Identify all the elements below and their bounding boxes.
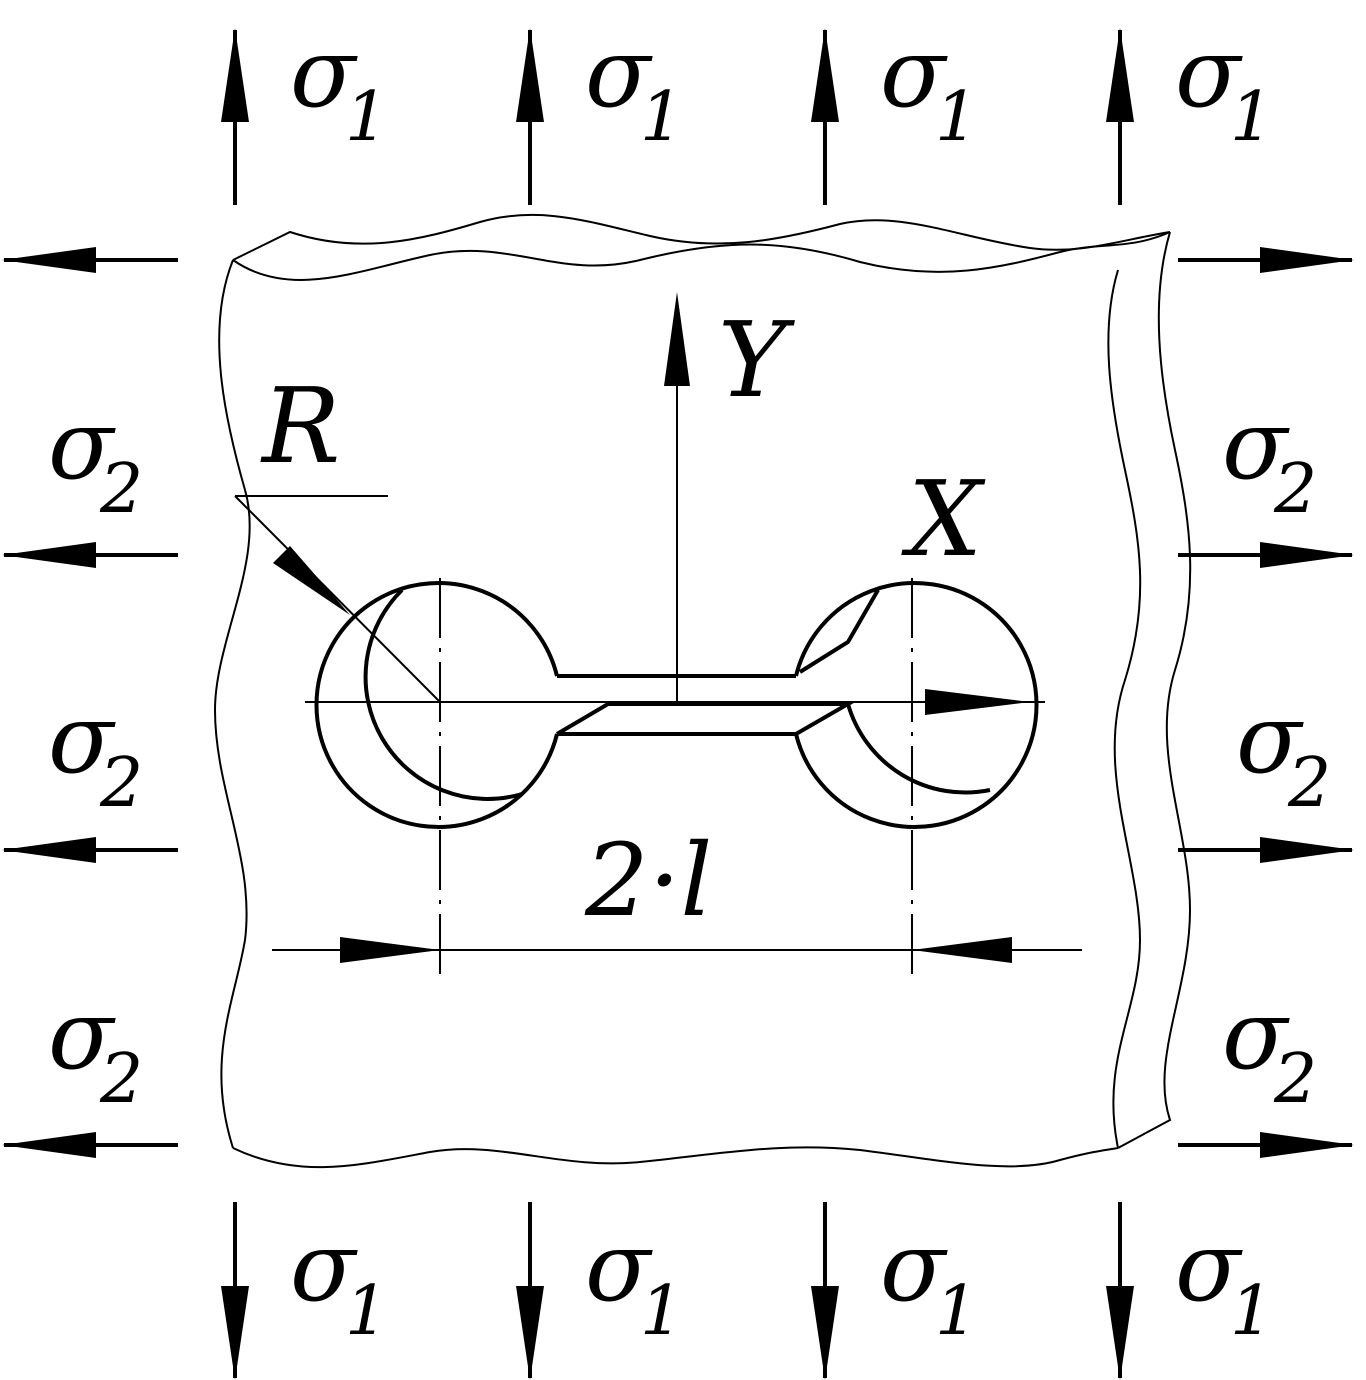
sigma-symbol: σ	[880, 17, 948, 129]
right-arrow-1	[1178, 247, 1354, 273]
top-load-arrows: σ 1 σ 1 σ 1 σ 1	[221, 17, 1273, 205]
sigma-symbol: σ	[290, 17, 358, 129]
y-axis-label: Y	[718, 299, 795, 421]
top-load-4: σ 1	[1106, 17, 1273, 205]
left-load-arrows: σ 2 σ 2 σ 2	[2, 247, 178, 1158]
sigma-symbol: σ	[1222, 389, 1290, 501]
sigma-subscript: 1	[1230, 1272, 1273, 1351]
sigma-symbol: σ	[1175, 1211, 1243, 1323]
right-hole	[794, 581, 1039, 829]
right-arrow-3	[1178, 837, 1354, 863]
bottom-load-3: σ 1	[811, 1202, 978, 1380]
sigma-symbol: σ	[585, 1211, 653, 1323]
left-hole	[314, 581, 559, 829]
x-axis-label: X	[901, 458, 986, 580]
sigma-symbol: σ	[48, 389, 116, 501]
dimension-left-arrowhead	[340, 937, 440, 963]
top-load-2: σ 1	[516, 17, 683, 205]
left-label-2: σ 2	[48, 683, 143, 823]
right-label-1: σ 2	[1222, 389, 1317, 529]
coordinate-axes: Y X	[305, 292, 1045, 715]
plate-right-back-edge	[1117, 231, 1192, 1149]
sigma-subscript: 2	[99, 450, 143, 529]
top-load-1: σ 1	[221, 17, 388, 205]
sigma-subscript: 1	[935, 1272, 978, 1351]
plate-left-edge	[213, 259, 251, 1149]
sigma-subscript: 1	[345, 1272, 388, 1351]
radius-label: R	[260, 365, 340, 487]
dimension-right-arrowhead	[912, 937, 1012, 963]
crack-slit	[555, 674, 856, 736]
bottom-load-arrows: σ 1 σ 1 σ 1 σ 1	[221, 1202, 1273, 1380]
right-arrow-4	[1178, 1132, 1354, 1158]
sigma-symbol: σ	[880, 1211, 948, 1323]
left-hole-inner-arc	[363, 588, 523, 801]
sigma-subscript: 2	[1287, 744, 1331, 823]
right-load-arrows: σ 2 σ 2 σ 2	[1178, 247, 1354, 1158]
radius-leader: R	[234, 365, 441, 703]
sigma-symbol: σ	[48, 683, 116, 795]
x-axis-arrowhead	[925, 689, 1030, 715]
left-arrow-2	[2, 542, 178, 568]
right-hole-lower-arc	[846, 703, 991, 795]
sigma-subscript: 1	[935, 78, 978, 157]
plate	[213, 213, 1192, 1169]
radius-arrowhead	[273, 546, 350, 615]
right-arrow-2	[1178, 542, 1354, 568]
sigma-symbol: σ	[48, 979, 116, 1091]
sigma-subscript: 2	[1273, 450, 1317, 529]
sigma-subscript: 1	[640, 1272, 683, 1351]
sigma-symbol: σ	[1175, 17, 1243, 129]
sigma-subscript: 2	[99, 744, 143, 823]
sigma-subscript: 1	[345, 78, 388, 157]
sigma-symbol: σ	[1236, 683, 1304, 795]
sigma-symbol: σ	[1222, 979, 1290, 1091]
y-axis-arrowhead	[664, 292, 690, 386]
left-label-3: σ 2	[48, 979, 143, 1119]
left-label-1: σ 2	[48, 389, 143, 529]
left-arrow-1	[2, 247, 178, 273]
plate-top-edge	[232, 231, 1171, 281]
bottom-load-4: σ 1	[1106, 1202, 1273, 1380]
sigma-symbol: σ	[290, 1211, 358, 1323]
crack	[314, 581, 1039, 829]
sigma-subscript: 2	[99, 1040, 143, 1119]
left-arrow-4	[2, 1132, 178, 1158]
plate-right-edge	[1107, 269, 1142, 1149]
plate-bottom-edge	[232, 1146, 1119, 1169]
left-arrow-3	[2, 837, 178, 863]
plate-top-back-edge	[232, 213, 1171, 261]
length-label: 2·l	[584, 822, 712, 939]
right-hole-inner-arc	[798, 589, 880, 674]
sigma-subscript: 1	[640, 78, 683, 157]
top-load-3: σ 1	[811, 17, 978, 205]
bottom-load-1: σ 1	[221, 1202, 388, 1380]
right-label-3: σ 2	[1222, 979, 1317, 1119]
sigma-symbol: σ	[585, 17, 653, 129]
sigma-subscript: 1	[1230, 78, 1273, 157]
length-dimension: 2·l	[272, 822, 1082, 963]
sigma-subscript: 2	[1273, 1040, 1317, 1119]
center-lines	[439, 578, 913, 980]
bottom-load-2: σ 1	[516, 1202, 683, 1380]
right-label-2: σ 2	[1236, 683, 1331, 823]
radius-leader-line	[234, 495, 441, 703]
